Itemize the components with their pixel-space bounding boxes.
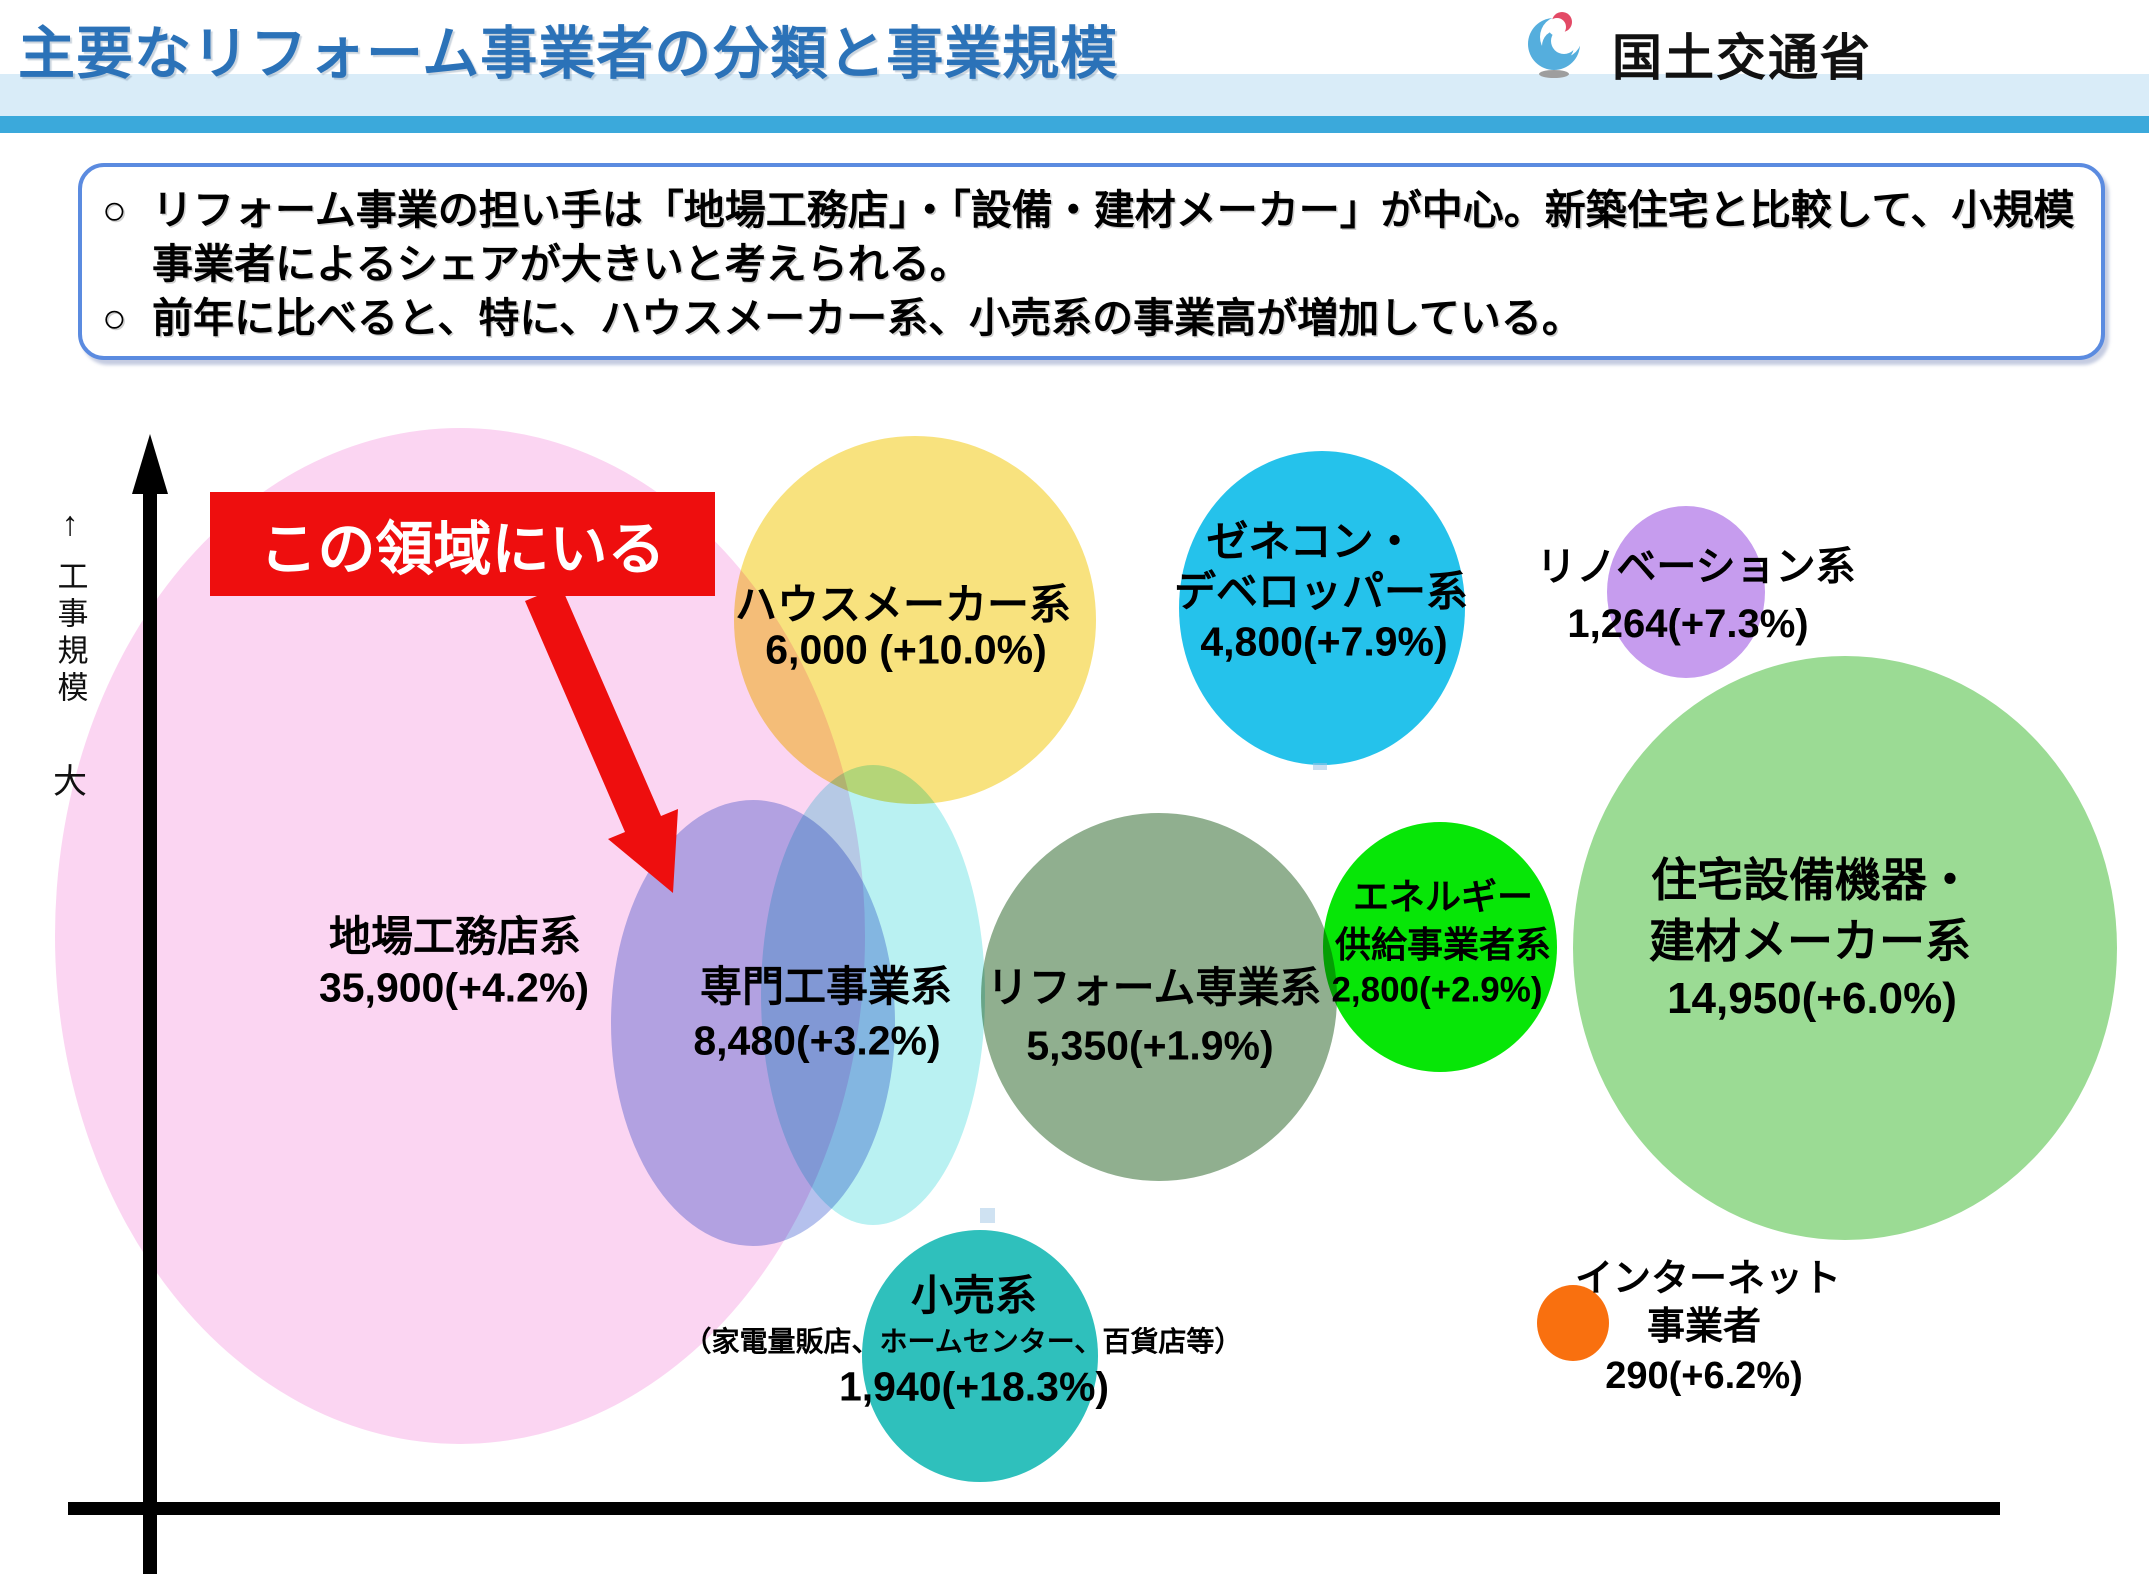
bubble-label-energy-supply-1: 供給事業者系: [1334, 924, 1552, 965]
up-arrow-icon: ↑: [61, 505, 79, 543]
bubble-label-jiba-koumuten-1: 35,900(+4.2%): [318, 964, 590, 1011]
bubble-house-maker: [734, 436, 1096, 804]
bubble-unlabeled-cyan: [761, 765, 985, 1225]
bubble-label-reform-senmon-1: 5,350(+1.9%): [1026, 1022, 1274, 1069]
bubble-internet: [1537, 1285, 1609, 1361]
annotation-label: この領域にいる: [259, 517, 666, 582]
bullet-circle: ○: [102, 187, 127, 233]
bubble-label-senmon-kouji-0: 専門工事業系: [699, 963, 953, 1010]
bubble-label-senmon-kouji-1: 8,480(+3.2%): [693, 1017, 941, 1064]
bubble-label-energy-supply-0: エネルギー: [1352, 876, 1534, 917]
bubble-label-kouri-1: （家電量販店、ホームセンター、百貨店等）: [683, 1326, 1243, 1357]
bubble-label-internet-0: インターネット: [1574, 1258, 1842, 1300]
bubble-kouri: [862, 1230, 1098, 1482]
agency-name: 国土交通省: [1612, 30, 1872, 86]
bubble-label-house-maker-1: 6,000 (+10.0%): [765, 626, 1047, 673]
annotation-box: この領域にいる: [210, 492, 715, 596]
bubble-energy-supply: [1323, 822, 1557, 1072]
bubble-label-zenecon-developer-0: ゼネコン・: [1206, 518, 1416, 565]
bullet-circle: ○: [102, 295, 127, 341]
summary-item: ○ 前年に比べると、特に、ハウスメーカー系、小売系の事業高が増加している。: [102, 291, 2087, 345]
bubble-label-zenecon-developer-1: デベロッパー系: [1173, 568, 1469, 615]
summary-text: 前年に比べると、特に、ハウスメーカー系、小売系の事業高が増加している。: [152, 295, 1583, 341]
bubble-reform-senmon: [981, 813, 1337, 1181]
bubble-label-internet-1: 事業者: [1646, 1306, 1762, 1348]
page-title: 主要なリフォーム事業者の分類と事業規模: [18, 22, 1119, 86]
header-band: [0, 74, 2149, 116]
bubble-zenecon-developer: [1179, 451, 1465, 765]
bubble-label-setsubi-kenzai-2: 14,950(+6.0%): [1667, 974, 1957, 1023]
bubble-label-internet-2: 290(+6.2%): [1605, 1355, 1803, 1397]
artifact-square: [980, 1208, 995, 1223]
mlit-logo-icon: [1528, 12, 1582, 78]
annotation-arrow: [525, 586, 678, 893]
bubble-renovation: [1607, 506, 1765, 678]
bubble-label-zenecon-developer-2: 4,800(+7.9%): [1200, 618, 1448, 665]
bubble-setsubi-kenzai: [1573, 656, 2117, 1240]
summary-item: ○ リフォーム事業の担い手は「地場工務店」・「設備・建材メーカー」が中心。新築住…: [102, 183, 2087, 291]
bubble-label-reform-senmon-0: リフォーム専業系: [986, 964, 1322, 1011]
y-axis-arrowhead: [132, 434, 168, 494]
bubble-label-renovation-1: 1,264(+7.3%): [1567, 602, 1809, 646]
bubble-label-renovation-0: リノベーション系: [1536, 545, 1856, 589]
header-underline: [0, 116, 2149, 133]
summary-box: ○ リフォーム事業の担い手は「地場工務店」・「設備・建材メーカー」が中心。新築住…: [78, 163, 2105, 360]
x-axis-line: [68, 1502, 2000, 1515]
artifact-dash: [1313, 763, 1327, 770]
bubble-label-kouri-2: 1,940(+18.3%): [838, 1363, 1110, 1410]
bubble-label-setsubi-kenzai-1: 建材メーカー系: [1649, 915, 1971, 967]
y-axis-caption-text: 工事規模: [52, 560, 88, 708]
summary-text: リフォーム事業の担い手は「地場工務店」・「設備・建材メーカー」が中心。新築住宅と…: [152, 187, 2075, 287]
bubble-label-energy-supply-2: 2,800(+2.9%): [1331, 970, 1543, 1010]
bubble-label-kouri-0: 小売系: [910, 1272, 1038, 1319]
bubble-label-house-maker-0: ハウスメーカー系: [734, 581, 1072, 628]
bubble-label-setsubi-kenzai-0: 住宅設備機器・: [1651, 854, 1973, 906]
bubble-label-jiba-koumuten-0: 地場工務店系: [328, 913, 582, 960]
